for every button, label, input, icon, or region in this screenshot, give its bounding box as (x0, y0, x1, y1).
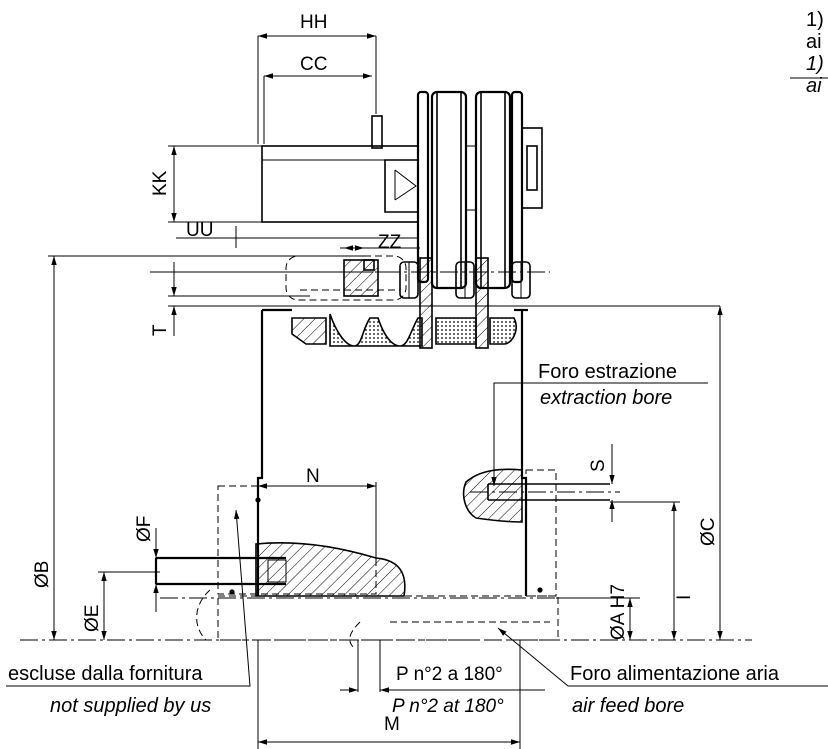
base-flange (154, 469, 559, 649)
dim-phi-c: ØC (698, 518, 719, 547)
dim-i: I (674, 595, 695, 600)
bolt-nuts (399, 257, 531, 349)
dim-n: N (306, 466, 320, 487)
note-2-num: 1) (806, 53, 824, 75)
label-extraction-it: Foro estrazione (538, 361, 677, 383)
toothed-wheels (416, 90, 543, 290)
dim-phi-a: ØA H7 (608, 584, 629, 640)
dim-m: M (384, 714, 400, 735)
dim-p-it: P n°2 a 180° (396, 664, 503, 685)
dim-lines (48, 33, 723, 749)
dim-s: S (588, 459, 609, 472)
dim-hh: HH (300, 12, 327, 33)
dim-t: T (150, 324, 171, 336)
note-2-text: ai (806, 75, 822, 97)
note-1-text: ai (806, 31, 822, 53)
dim-zz: ZZ (378, 232, 402, 253)
label-excluded-en: not supplied by us (50, 695, 211, 717)
cylinder-body (261, 115, 419, 223)
label-extraction-en: extraction bore (540, 387, 672, 409)
label-air-en: air feed bore (572, 695, 684, 717)
dim-phi-b: ØB (32, 561, 53, 588)
key-pin (285, 255, 407, 301)
label-excluded-it: escluse dalla fornitura (8, 663, 203, 685)
leader-lines (6, 77, 828, 687)
gear-section (291, 313, 517, 347)
label-air-it: Foro alimentazione aria (570, 663, 780, 685)
dim-kk: KK (150, 170, 171, 196)
dim-cc: CC (300, 54, 327, 75)
dim-p-en: P n°2 at 180° (392, 696, 504, 717)
dim-phi-e: ØE (82, 605, 103, 632)
dim-phi-f: ØF (134, 516, 155, 542)
extraction-bore (462, 468, 610, 523)
dim-uu: UU (186, 220, 213, 241)
note-1-num: 1) (806, 9, 824, 31)
